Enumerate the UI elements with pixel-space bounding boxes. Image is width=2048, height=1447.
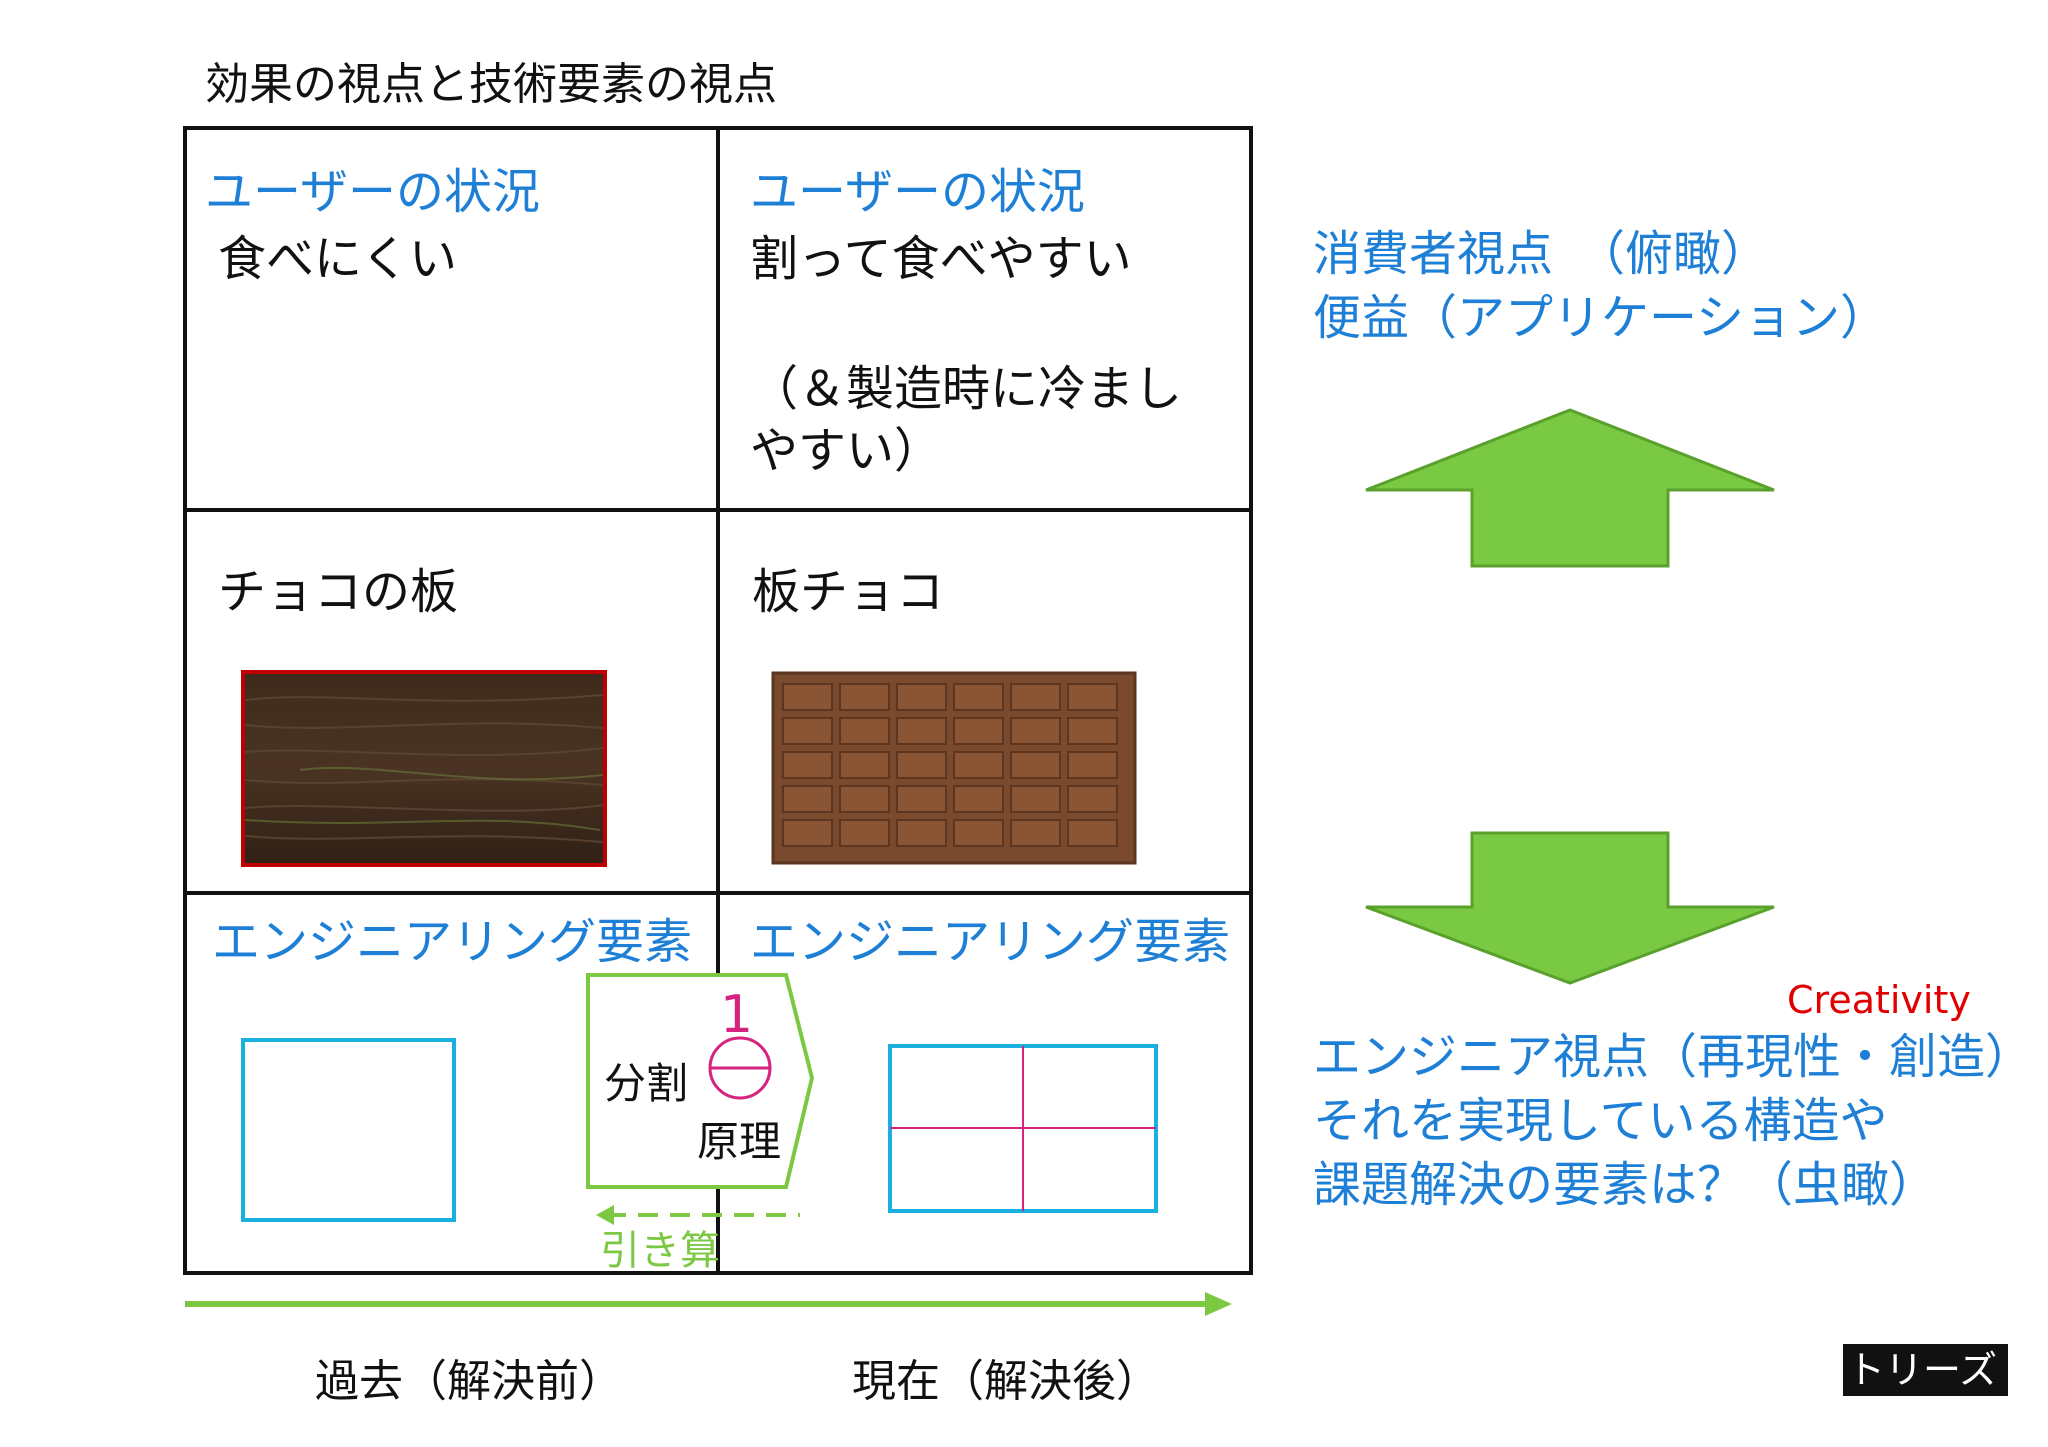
chocolate-board-label: チョコの板	[218, 564, 459, 620]
chocolate-segment	[1010, 683, 1061, 711]
divided-box	[888, 1044, 1158, 1213]
chocolate-segment	[896, 751, 947, 779]
chocolate-segment	[1067, 751, 1118, 779]
chocolate-segment	[896, 683, 947, 711]
page-title: 効果の視点と技術要素の視点	[205, 59, 777, 110]
chocolate-segment	[953, 785, 1004, 813]
user-situation-heading-left: ユーザーの状況	[205, 164, 541, 220]
consumer-view-line1: 消費者視点 （俯瞰）	[1313, 226, 1770, 282]
chocolate-segment	[839, 751, 890, 779]
chocolate-segment	[782, 717, 833, 745]
chocolate-segment	[896, 819, 947, 847]
chocolate-segment	[896, 785, 947, 813]
chocolate-segment	[839, 717, 890, 745]
engineering-elements-heading-left: エンジニアリング要素	[212, 914, 693, 970]
chocolate-segment	[1067, 819, 1118, 847]
creativity-label: Creativity	[1787, 978, 1971, 1022]
up-arrow	[1365, 408, 1775, 568]
chocolate-segment	[1067, 717, 1118, 745]
user-situation-heading-right: ユーザーの状況	[750, 164, 1086, 220]
chocolate-segment	[1010, 717, 1061, 745]
chocolate-segment	[953, 717, 1004, 745]
subtract-arrow	[596, 1205, 800, 1225]
chocolate-segment	[953, 683, 1004, 711]
easy-to-eat-text: 割って食べやすい	[750, 231, 1132, 287]
down-arrow	[1365, 831, 1775, 985]
subtract-label: 引き算	[600, 1228, 720, 1274]
chocolate-segment	[1067, 785, 1118, 813]
wood-board-image	[241, 670, 607, 867]
timeline-present-label: 現在（解決後）	[852, 1356, 1160, 1407]
chocolate-segment	[839, 785, 890, 813]
hard-to-eat-text: 食べにくい	[218, 231, 458, 287]
principle-pentagon	[586, 973, 815, 1189]
cooling-note-line2: やすい）	[750, 423, 943, 479]
principle-label: 原理	[697, 1117, 782, 1166]
consumer-view-line2: 便益（アプリケーション）	[1313, 290, 1889, 346]
chocolate-segment	[953, 819, 1004, 847]
chocolate-segment	[1010, 785, 1061, 813]
chocolate-segment	[953, 751, 1004, 779]
chocolate-bar-label: 板チョコ	[752, 564, 945, 620]
chocolate-segment	[782, 751, 833, 779]
chocolate-segment	[782, 785, 833, 813]
triz-badge: トリーズ	[1843, 1344, 2008, 1396]
undivided-box	[241, 1038, 456, 1222]
cooling-note-line1: （＆製造時に冷まし	[750, 361, 1183, 417]
chocolate-segment	[782, 819, 833, 847]
engineering-elements-heading-right: エンジニアリング要素	[750, 914, 1231, 970]
principle-number: 1	[720, 985, 754, 1045]
timeline-arrow	[185, 1292, 1232, 1316]
chocolate-segment	[782, 683, 833, 711]
chocolate-segment	[839, 683, 890, 711]
chocolate-segment	[839, 819, 890, 847]
chocolate-segment	[1010, 751, 1061, 779]
engineer-view-line3: 課題解決の要素は？（虫瞰）	[1313, 1157, 1938, 1213]
chocolate-segment	[1067, 683, 1118, 711]
division-label: 分割	[604, 1059, 689, 1108]
chocolate-bar-image	[771, 671, 1137, 865]
engineer-view-line2: それを実現している構造や	[1313, 1093, 1888, 1149]
chocolate-segment	[896, 717, 947, 745]
engineer-view-line1: エンジニア視点（再現性・創造）	[1313, 1029, 2034, 1085]
timeline-past-label: 過去（解決前）	[315, 1356, 623, 1407]
chocolate-segment	[1010, 819, 1061, 847]
